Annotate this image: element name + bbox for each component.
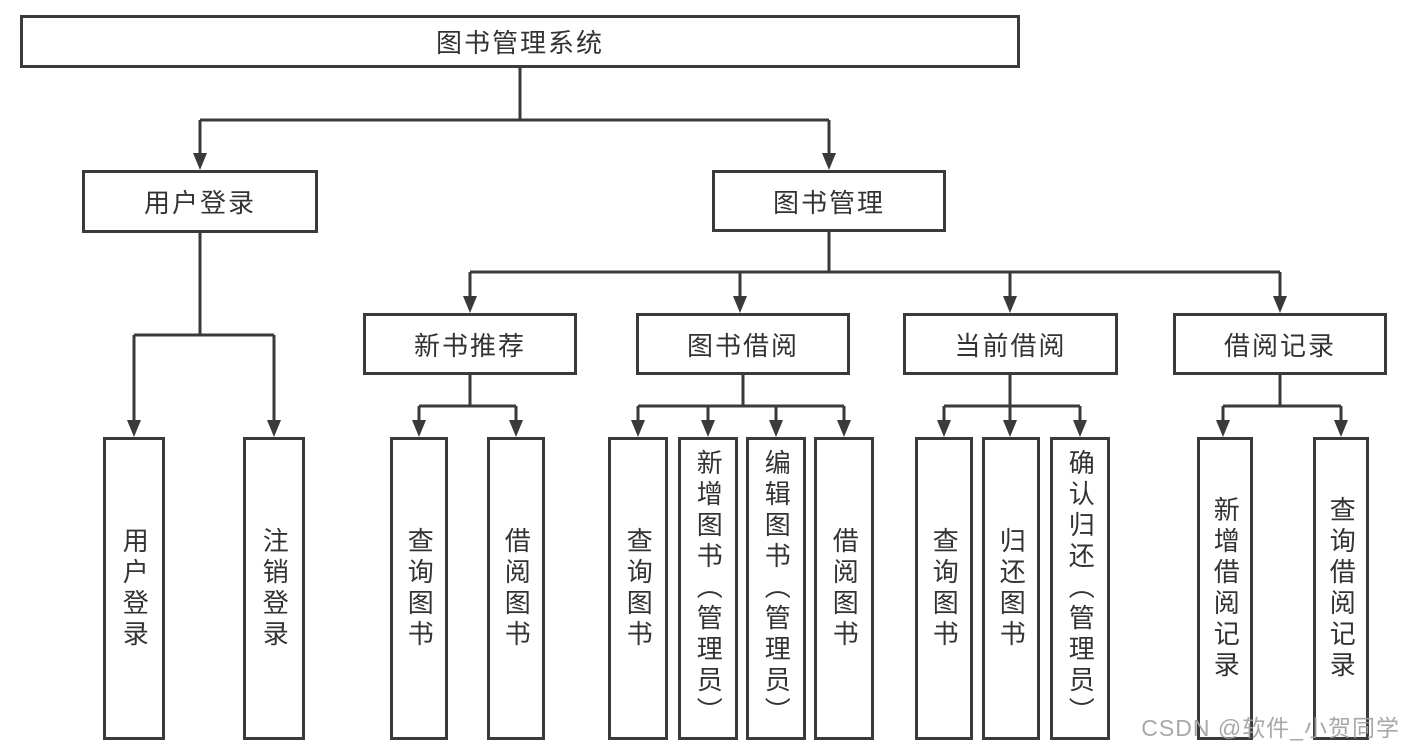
node-cb-query-books: 查询图书 [915,437,973,740]
node-cb-query-books-label: 查询图书 [929,526,960,651]
node-bb-borrow-books: 借阅图书 [814,437,874,740]
node-bb-add-books: 新增图书（管理员） [678,437,738,740]
node-user-login: 用户登录 [82,170,318,233]
node-book-mgmt: 图书管理 [712,170,946,232]
node-bb-query-books: 查询图书 [608,437,668,740]
node-root: 图书管理系统 [20,15,1020,68]
node-logout-leaf-label: 注销登录 [259,526,290,651]
node-cb-return-books: 归还图书 [982,437,1040,740]
node-cb-confirm-return-label: 确认归还（管理员） [1065,449,1096,728]
node-cb-confirm-return: 确认归还（管理员） [1050,437,1110,740]
node-book-borrow: 图书借阅 [636,313,850,375]
node-br-add-record-label: 新增借阅记录 [1210,495,1241,682]
node-current-borrow-label: 当前借阅 [954,330,1067,361]
node-nbr-query-books-label: 查询图书 [404,526,435,651]
node-user-login-leaf: 用户登录 [103,437,165,740]
csdn-watermark: CSDN @软件_小贺同学 [1141,715,1400,741]
node-br-add-record: 新增借阅记录 [1197,437,1253,740]
node-bb-borrow-books-label: 借阅图书 [829,526,860,651]
node-nbr-borrow-books-label: 借阅图书 [501,526,532,651]
node-root-label: 图书管理系统 [435,28,604,58]
node-current-borrow: 当前借阅 [903,313,1118,375]
node-bb-query-books-label: 查询图书 [623,526,654,651]
node-bb-add-books-label: 新增图书（管理员） [693,449,724,728]
node-nbr-borrow-books: 借阅图书 [487,437,545,740]
node-user-login-leaf-label: 用户登录 [119,526,150,651]
node-borrow-records: 借阅记录 [1173,313,1387,375]
node-borrow-records-label: 借阅记录 [1223,330,1336,361]
node-bb-edit-books: 编辑图书（管理员） [746,437,806,740]
node-user-login-label: 用户登录 [143,188,256,218]
node-br-query-record-label: 查询借阅记录 [1326,495,1357,682]
node-bb-edit-books-label: 编辑图书（管理员） [761,449,792,728]
node-book-mgmt-label: 图书管理 [772,187,885,218]
node-br-query-record: 查询借阅记录 [1313,437,1369,740]
node-new-book-rec-label: 新书推荐 [413,330,526,361]
node-nbr-query-books: 查询图书 [390,437,448,740]
node-logout-leaf: 注销登录 [243,437,305,740]
node-cb-return-books-label: 归还图书 [996,526,1027,651]
node-book-borrow-label: 图书借阅 [686,330,799,361]
node-new-book-rec: 新书推荐 [363,313,577,375]
